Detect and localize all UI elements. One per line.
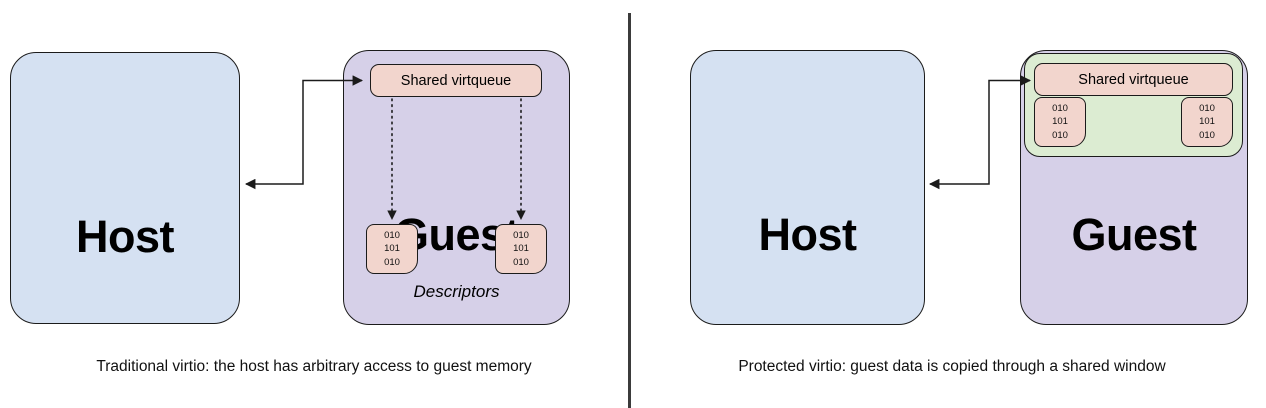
descriptor-box[interactable]: 010 101 010: [1181, 97, 1233, 147]
descriptor-line: 101: [513, 243, 529, 255]
descriptors-caption: Descriptors: [413, 282, 500, 301]
host-guest-arrow: [928, 75, 1032, 190]
shared-virtqueue-box-protected[interactable]: Shared virtqueue: [1034, 63, 1233, 96]
descriptor-line: 010: [384, 256, 400, 268]
descriptor-line: 010: [384, 229, 400, 241]
descriptor-line: 101: [1052, 116, 1068, 128]
panel-caption-protected: Protected virtio: guest data is copied t…: [738, 358, 1166, 375]
descriptor-line: 010: [1052, 129, 1068, 141]
descriptor-box[interactable]: 010 101 010: [1034, 97, 1086, 147]
host-box-protected[interactable]: Host: [690, 50, 925, 325]
guest-label: Guest: [1071, 209, 1197, 260]
descriptor-box[interactable]: 010 101 010: [495, 224, 547, 274]
descriptor-line: 010: [513, 256, 529, 268]
panel-protected-virtio: Host Guest Shared virtqueue 010 101 010 …: [638, 0, 1266, 408]
descriptor-line: 101: [1199, 116, 1215, 128]
descriptor-line: 101: [384, 243, 400, 255]
panel-divider: [628, 13, 631, 408]
host-label: Host: [76, 211, 175, 262]
shared-virtqueue-label: Shared virtqueue: [400, 72, 512, 89]
descriptor-box[interactable]: 010 101 010: [366, 224, 418, 274]
host-label: Host: [758, 209, 858, 260]
panel-traditional-virtio: Host Guest Shared virtqueue 010 101 010 …: [0, 0, 628, 408]
host-box-traditional[interactable]: Host: [10, 52, 240, 324]
descriptor-line: 010: [1199, 129, 1215, 141]
shared-virtqueue-label: Shared virtqueue: [1078, 71, 1189, 88]
descriptor-line: 010: [1199, 102, 1215, 114]
descriptor-line: 010: [1052, 102, 1068, 114]
panel-caption-traditional: Traditional virtio: the host has arbitra…: [96, 358, 532, 375]
descriptor-line: 010: [513, 229, 529, 241]
shared-virtqueue-box-traditional[interactable]: Shared virtqueue: [370, 64, 542, 97]
